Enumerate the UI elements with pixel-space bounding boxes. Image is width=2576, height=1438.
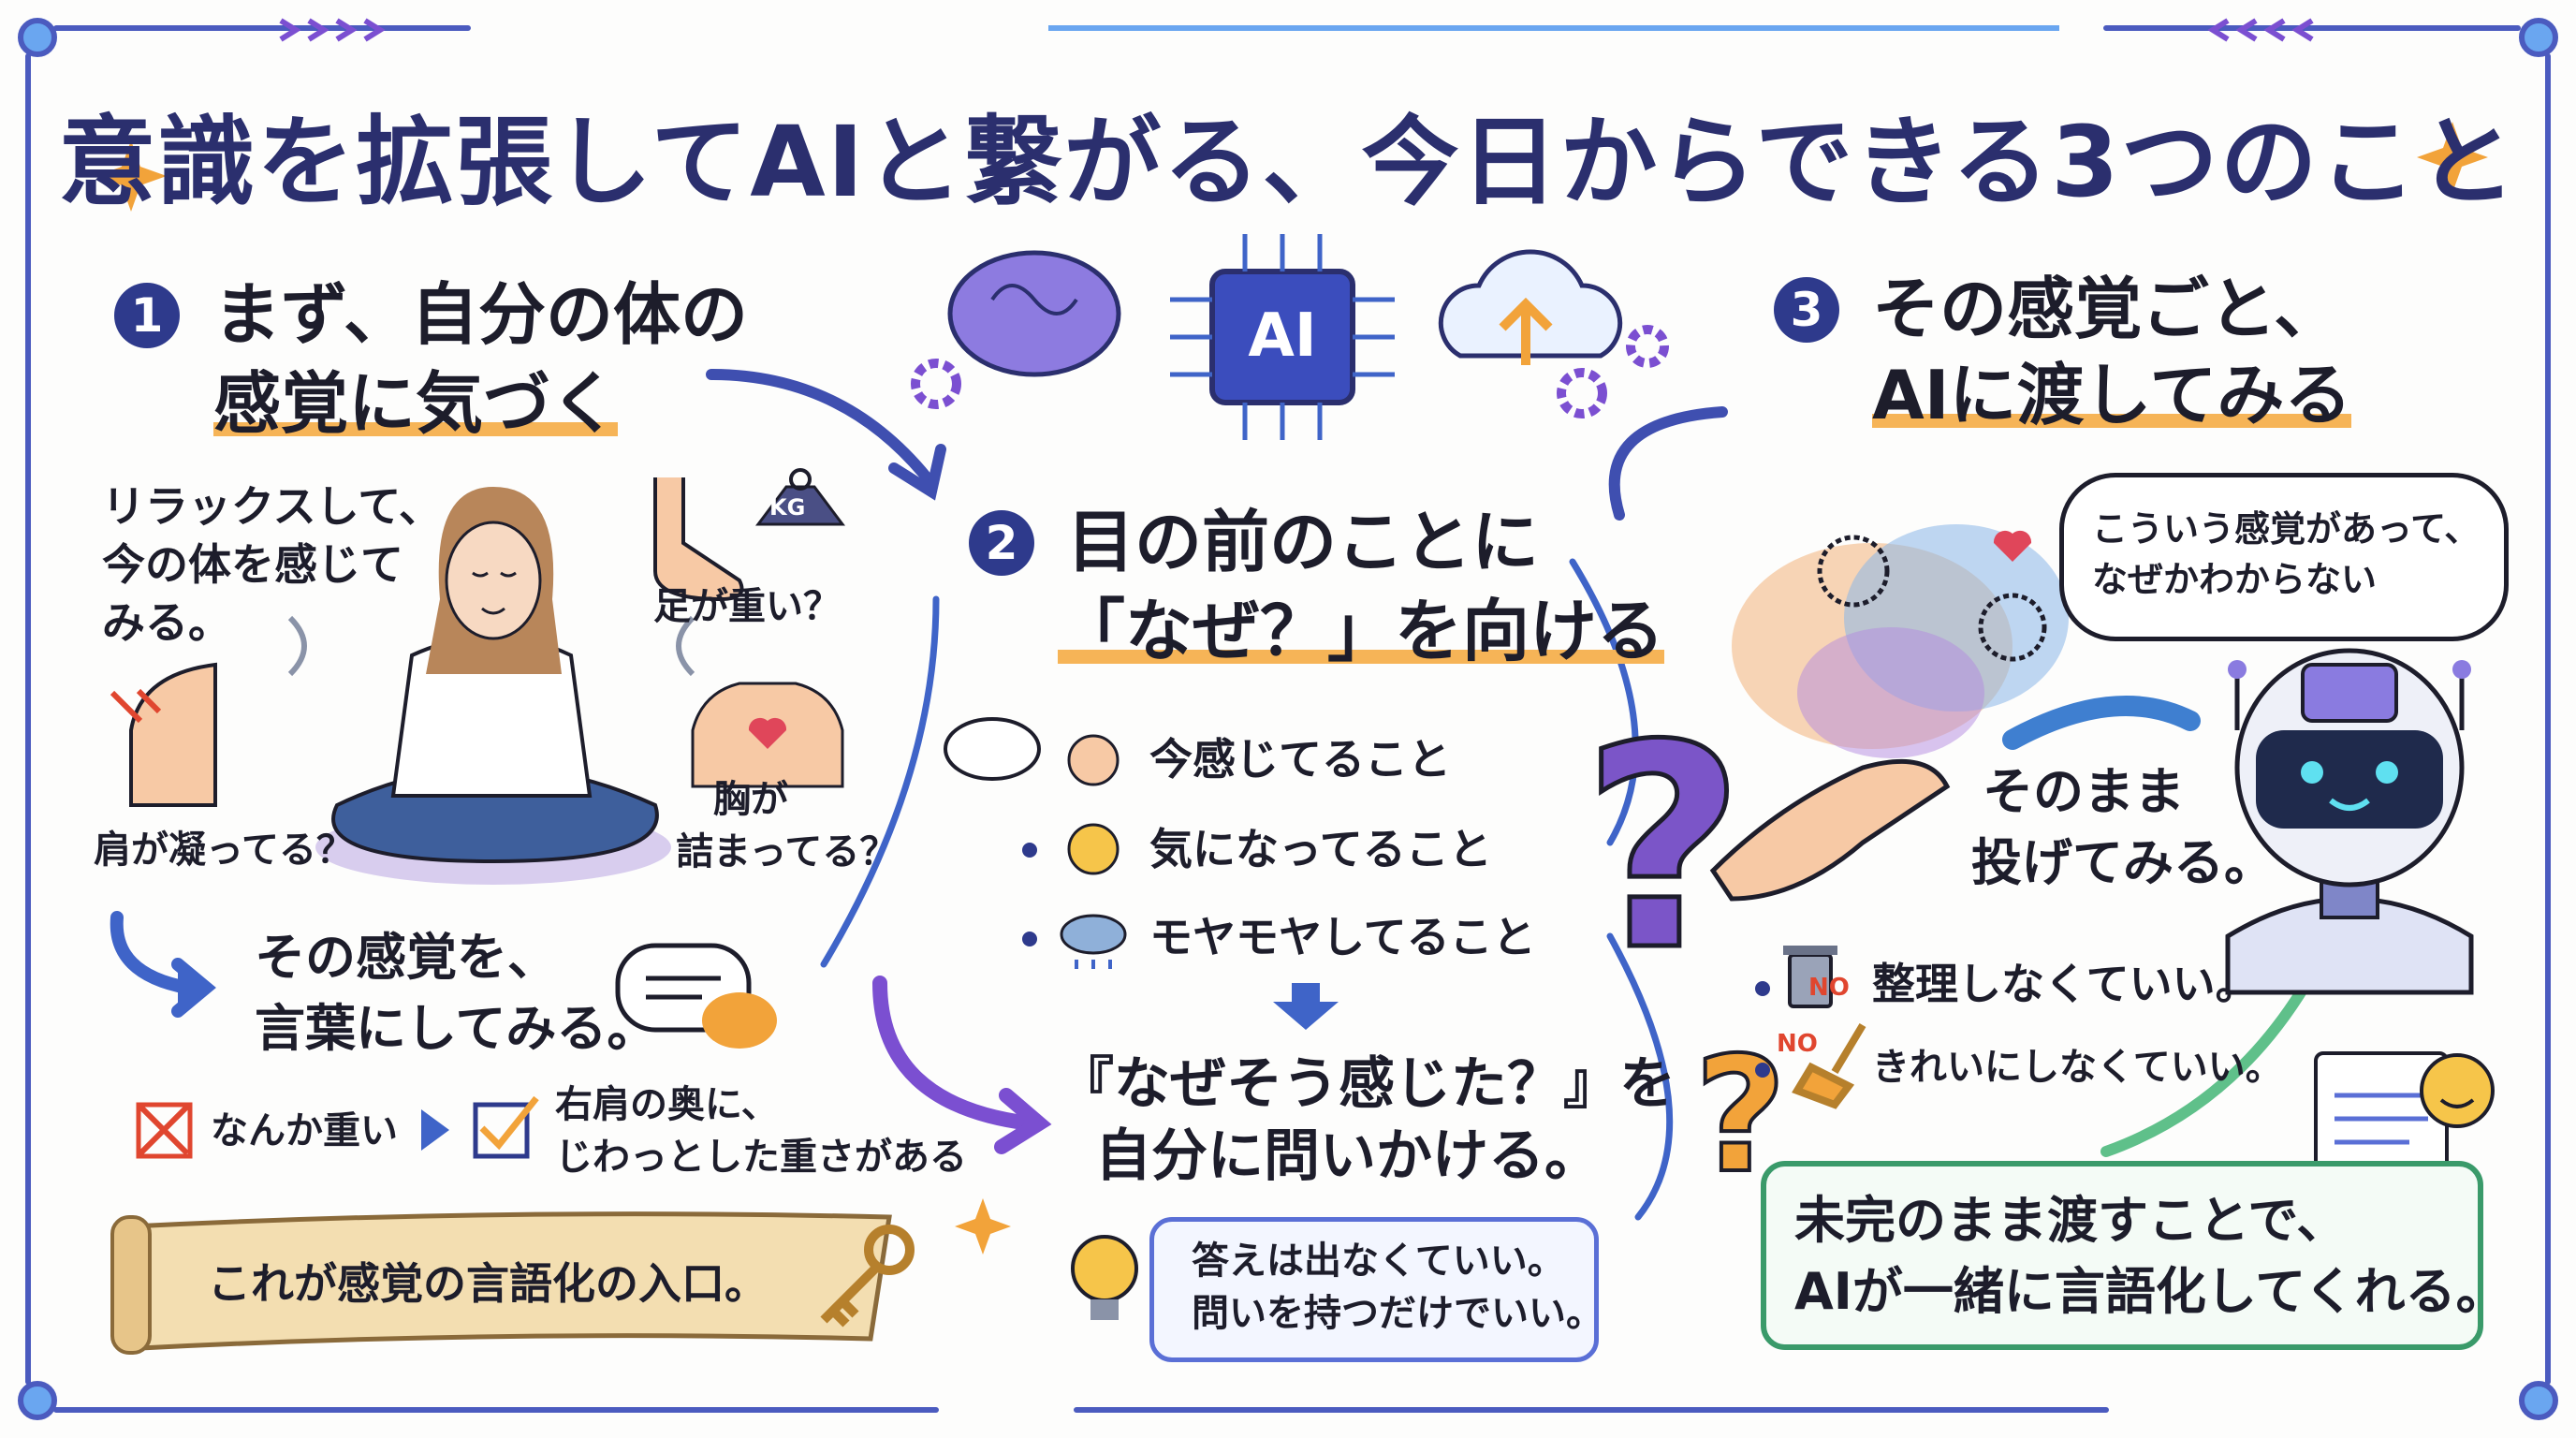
intro-line: 今の体を感じて bbox=[102, 539, 403, 590]
cross-checkbox-icon bbox=[136, 1102, 193, 1159]
step-2-item: モヤモヤしてること bbox=[1149, 912, 1536, 962]
robot-icon bbox=[2225, 648, 2474, 995]
foot-icon bbox=[653, 477, 744, 602]
label-shoulder: 肩が凝ってる？ bbox=[94, 829, 354, 872]
intro-line: みる。 bbox=[102, 597, 231, 648]
step-2-item: 今感じてること bbox=[1149, 734, 1451, 785]
chat-bubble-icon bbox=[615, 943, 777, 1049]
step-1-badge: 1 bbox=[114, 283, 180, 348]
step-1-heading-line2: 感覚に気づく bbox=[213, 360, 619, 447]
rule-item: きれいにしなくていい。 bbox=[1872, 1046, 2283, 1089]
brain-head-icon bbox=[1067, 734, 1120, 786]
weight-label: KG bbox=[769, 494, 806, 521]
step-2-heading-line2: 「なぜ？」を向ける bbox=[1058, 588, 1665, 674]
flow-arrows bbox=[706, 369, 2318, 1221]
robot-speech-bubble: こういう感覚があって、 なぜかわからない bbox=[2059, 473, 2509, 641]
emotion-cloud-illustration bbox=[1732, 524, 2069, 758]
ask-line1: 『なぜそう感じた？』を bbox=[1058, 1051, 1676, 1117]
intro-line: リラックスして、 bbox=[102, 481, 442, 532]
no-badge: NO bbox=[1777, 1030, 1818, 1058]
bad-example: なんか重い bbox=[211, 1109, 398, 1152]
big-question-mark-icon: ? bbox=[1582, 685, 1745, 1012]
cloud-upload-icon bbox=[1438, 249, 1623, 365]
down-arrow-icon bbox=[1273, 983, 1339, 1030]
bullet-dot bbox=[1755, 981, 1770, 996]
words-prompt-line: その感覚を、 bbox=[255, 928, 558, 987]
meditating-person-illustration bbox=[287, 487, 695, 885]
words-prompt: その感覚を、 言葉にしてみる。 bbox=[255, 922, 657, 1064]
triangle-arrow-icon bbox=[421, 1109, 449, 1151]
label-feet: 足が重い？ bbox=[653, 585, 841, 628]
curved-arrow-icon bbox=[110, 911, 216, 1018]
rule-item: 整理しなくていい。 bbox=[1872, 959, 2259, 1009]
good-example-line: 右肩の奥に、 bbox=[555, 1083, 779, 1126]
speech-line: なぜかわからない bbox=[2092, 559, 2378, 600]
hint-line: 問いを持つだけでいい。 bbox=[1192, 1292, 1603, 1335]
step-2-heading-line1: 目の前のことに bbox=[1067, 503, 1540, 581]
ask-line2: 自分に問いかける。 bbox=[1095, 1123, 1601, 1189]
frame-border bbox=[18, 18, 2558, 1420]
step-1-intro: リラックスして、 今の体を感じて みる。 bbox=[102, 477, 442, 652]
open-hand-icon bbox=[1709, 758, 1951, 902]
label-chest-line: 胸が bbox=[713, 778, 788, 821]
broom-icon bbox=[1792, 1022, 1866, 1109]
shoulder-icon bbox=[110, 662, 217, 807]
label-chest-line: 詰まってる？ bbox=[676, 830, 898, 873]
good-example-line: じわっとした重さがある bbox=[555, 1136, 967, 1179]
throw-text: そのまま 投げてみる。 bbox=[1971, 756, 2275, 899]
smiley-icon bbox=[2420, 1053, 2495, 1128]
step-3-badge: 3 bbox=[1774, 277, 1839, 343]
sparkle-icons bbox=[95, 122, 2488, 1255]
speech-line: こういう感覚があって、 bbox=[2092, 508, 2481, 550]
rain-cloud-icon bbox=[1060, 914, 1127, 969]
lightbulb-icon bbox=[1071, 1235, 1138, 1320]
step-2-badge: 2 bbox=[969, 510, 1034, 576]
ai-chip-icon bbox=[1170, 234, 1395, 440]
bullet-dot bbox=[1755, 1063, 1770, 1078]
chest-heart-icon bbox=[691, 682, 844, 788]
hint-line: 答えは出なくていい。 bbox=[1192, 1240, 1565, 1283]
step-1-heading-line1: まず、自分の体の bbox=[213, 275, 748, 354]
label-chest: 胸が 詰まってる？ bbox=[676, 773, 897, 878]
bullet-dot bbox=[1022, 932, 1037, 946]
throw-line: 投げてみる。 bbox=[1971, 833, 2275, 892]
key-icon bbox=[820, 1225, 915, 1328]
scroll-text: これが感覚の言語化の入口。 bbox=[208, 1258, 768, 1309]
brain-icon bbox=[947, 250, 1121, 377]
summary-box: 未完のまま渡すことで、 AIが一緒に言語化してくれる。 bbox=[1761, 1161, 2507, 1350]
trash-can-icon bbox=[1783, 946, 1837, 1008]
thought-cloud-icon bbox=[944, 717, 1041, 781]
step-3-heading-line2: AIに渡してみる bbox=[1872, 352, 2352, 438]
gear-icons bbox=[911, 325, 1669, 418]
scroll-banner bbox=[110, 1211, 892, 1355]
words-prompt-line: 言葉にしてみる。 bbox=[255, 999, 658, 1058]
step-3-heading-line1: その感覚ごと、 bbox=[1872, 270, 2342, 348]
thinking-face-icon bbox=[1067, 823, 1120, 875]
weight-icon bbox=[755, 468, 845, 526]
no-badge: NO bbox=[1808, 974, 1850, 1002]
step-2-item: 気になってること bbox=[1149, 824, 1492, 874]
bullet-dot bbox=[1022, 843, 1037, 858]
throw-line: そのまま bbox=[1983, 762, 2185, 821]
check-checkbox-icon bbox=[473, 1095, 539, 1159]
ai-chip-label: AI bbox=[1248, 301, 1317, 371]
summary-line: AIが一緒に言語化してくれる。 bbox=[1794, 1262, 2507, 1321]
summary-line: 未完のまま渡すことで、 bbox=[1794, 1191, 2348, 1250]
page-title: 意識を拡張してAIと繋がる、今日からできる3つのこと bbox=[58, 105, 2518, 219]
hint-box: 答えは出なくていい。 問いを持つだけでいい。 bbox=[1149, 1217, 1603, 1362]
good-example: 右肩の奥に、 じわっとした重さがある bbox=[555, 1078, 967, 1183]
